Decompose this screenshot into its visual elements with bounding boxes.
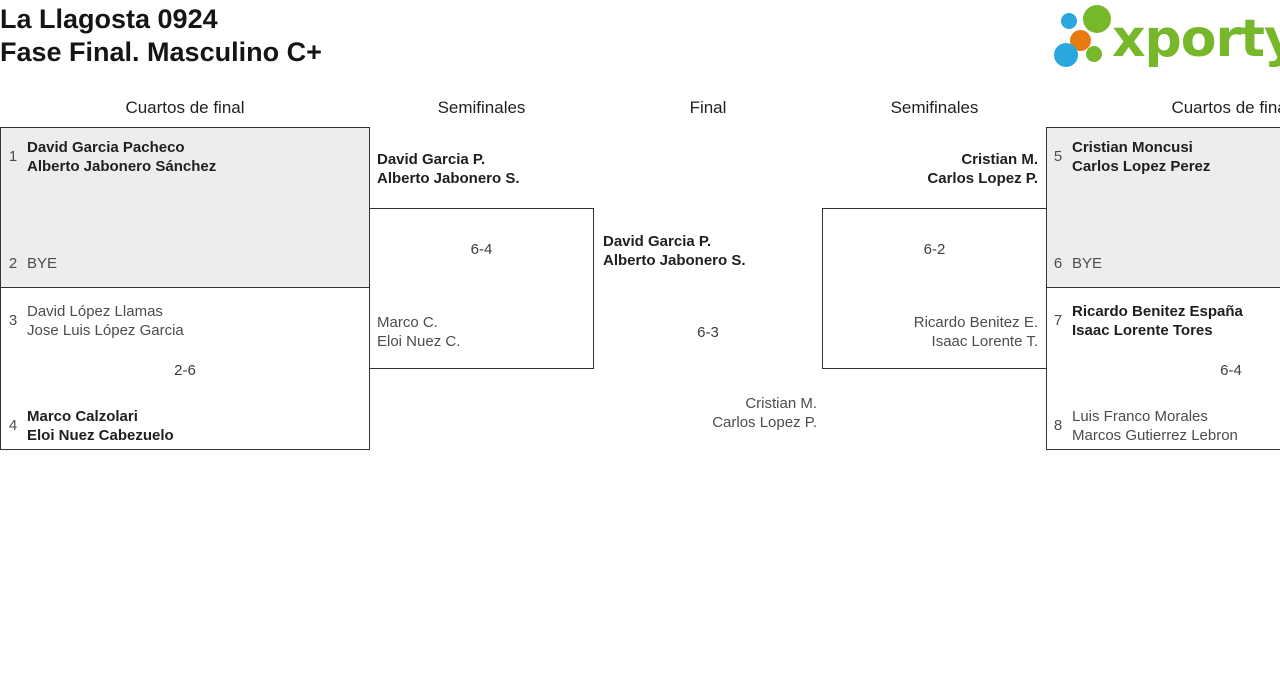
team-entry-sf2-bottom: Ricardo Benitez E. Isaac Lorente T. bbox=[830, 313, 1038, 351]
logo-dot-icon bbox=[1070, 30, 1091, 51]
player-name: Cristian M. bbox=[961, 151, 1038, 168]
seed-number: 4 bbox=[8, 417, 18, 434]
seed-number: 5 bbox=[1053, 148, 1063, 165]
team-entry-final-top: David Garcia P. Alberto Jabonero S. bbox=[603, 232, 746, 270]
player-name: Isaac Lorente T. bbox=[931, 333, 1038, 350]
player-name: David Garcia P. bbox=[377, 151, 486, 168]
team-entry-qf3-top: Cristian Moncusi Carlos Lopez Perez bbox=[1072, 138, 1210, 176]
team-entry-qf4-bottom: Luis Franco Morales Marcos Gutierrez Leb… bbox=[1072, 407, 1238, 445]
team-entry-final-bottom: Cristian M. Carlos Lopez P. bbox=[600, 394, 817, 432]
player-name: Ricardo Benitez E. bbox=[913, 314, 1038, 331]
team-entry-sf1-bottom: Marco C. Eloi Nuez C. bbox=[377, 313, 460, 351]
team-entry-qf4-top: Ricardo Benitez España Isaac Lorente Tor… bbox=[1072, 302, 1243, 340]
player-name: BYE bbox=[27, 255, 58, 272]
column-header-semifinales-left: Semifinales bbox=[437, 98, 526, 117]
logo-dot-icon bbox=[1061, 13, 1077, 29]
page-title: La Llagosta 0924 Fase Final. Masculino C… bbox=[0, 0, 322, 69]
match-box-qf3 bbox=[1046, 127, 1280, 288]
logo-dot-icon bbox=[1083, 5, 1111, 33]
team-entry-qf1-bottom: BYE bbox=[27, 254, 57, 273]
match-score-qf2: 2-6 bbox=[174, 362, 196, 379]
player-name: David López Llamas bbox=[27, 303, 163, 320]
player-name: Ricardo Benitez España bbox=[1072, 303, 1243, 320]
seed-number: 6 bbox=[1053, 255, 1063, 272]
player-name: BYE bbox=[1072, 255, 1103, 272]
player-name: Carlos Lopez P. bbox=[927, 170, 1038, 187]
seed-number: 2 bbox=[8, 255, 18, 272]
column-header-semifinales-right: Semifinales bbox=[890, 98, 979, 117]
column-header-cuartos-left: Cuartos de final bbox=[125, 98, 245, 117]
team-entry-qf2-top: David López Llamas Jose Luis López Garci… bbox=[27, 302, 184, 340]
xporty-logo[interactable]: xporty bbox=[1048, 0, 1280, 80]
match-score-final: 6-3 bbox=[697, 324, 719, 341]
player-name: David Garcia P. bbox=[603, 233, 712, 250]
match-box-sf1 bbox=[369, 208, 594, 369]
seed-number: 1 bbox=[8, 148, 18, 165]
logo-dot-icon bbox=[1054, 43, 1078, 67]
player-name: David Garcia Pacheco bbox=[27, 139, 185, 156]
player-name: Carlos Lopez P. bbox=[712, 414, 817, 431]
player-name: Marco C. bbox=[377, 314, 438, 331]
team-entry-qf3-bottom: BYE bbox=[1072, 254, 1102, 273]
team-entry-qf1-top: David Garcia Pacheco Alberto Jabonero Sá… bbox=[27, 138, 216, 176]
match-box-qf2 bbox=[0, 287, 370, 450]
player-name: Cristian M. bbox=[745, 395, 817, 412]
player-name: Jose Luis López Garcia bbox=[27, 322, 184, 339]
player-name: Alberto Jabonero Sánchez bbox=[27, 158, 217, 175]
player-name: Luis Franco Morales bbox=[1072, 408, 1208, 425]
player-name: Carlos Lopez Perez bbox=[1072, 158, 1211, 175]
match-score-qf4: 6-4 bbox=[1220, 362, 1242, 379]
player-name: Eloi Nuez C. bbox=[377, 333, 461, 350]
logo-dot-icon bbox=[1086, 46, 1102, 62]
seed-number: 7 bbox=[1053, 312, 1063, 329]
player-name: Alberto Jabonero S. bbox=[377, 170, 520, 187]
column-header-final: Final bbox=[689, 98, 727, 117]
match-box-qf1 bbox=[0, 127, 370, 288]
player-name: Marcos Gutierrez Lebron bbox=[1072, 427, 1238, 444]
team-entry-sf2-top: Cristian M. Carlos Lopez P. bbox=[830, 150, 1038, 188]
seed-number: 3 bbox=[8, 312, 18, 329]
match-score-sf1: 6-4 bbox=[470, 241, 493, 258]
tournament-name: La Llagosta 0924 bbox=[0, 4, 218, 34]
logo-text: xporty bbox=[1112, 9, 1280, 69]
player-name: Marco Calzolari bbox=[27, 408, 138, 425]
match-score-sf2: 6-2 bbox=[923, 241, 946, 258]
match-box-qf4 bbox=[1046, 287, 1280, 450]
player-name: Isaac Lorente Tores bbox=[1072, 322, 1213, 339]
phase-name: Fase Final. Masculino C+ bbox=[0, 37, 322, 67]
team-entry-sf1-top: David Garcia P. Alberto Jabonero S. bbox=[377, 150, 520, 188]
player-name: Eloi Nuez Cabezuelo bbox=[27, 427, 174, 444]
player-name: Cristian Moncusi bbox=[1072, 139, 1193, 156]
team-entry-qf2-bottom: Marco Calzolari Eloi Nuez Cabezuelo bbox=[27, 407, 174, 445]
player-name: Alberto Jabonero S. bbox=[603, 252, 746, 269]
column-header-cuartos-right: Cuartos de final bbox=[1171, 98, 1280, 117]
seed-number: 8 bbox=[1053, 417, 1063, 434]
